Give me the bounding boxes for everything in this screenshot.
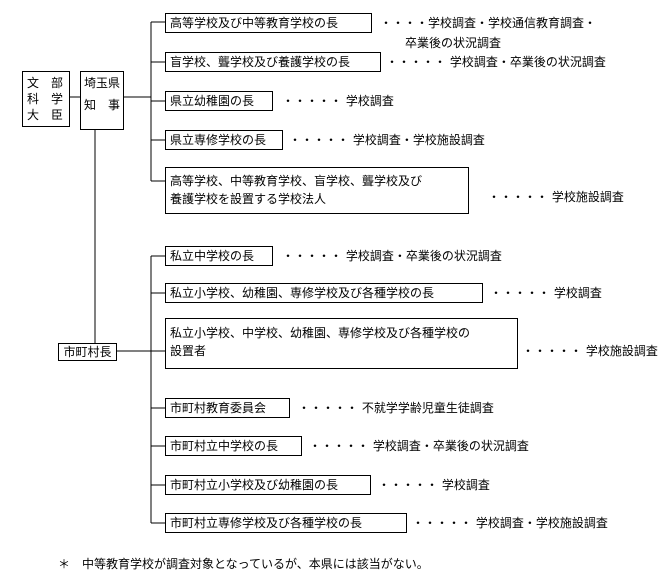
municipal-head-box: 市町村長 — [58, 343, 117, 361]
target-box-municipal-vocational: 市町村立専修学校及び各種学校の長 — [165, 513, 407, 533]
target-box-prefectural-vocational: 県立専修学校の長 — [165, 130, 283, 150]
target-label: 市町村立中学校の長 — [170, 439, 279, 453]
target-label: 私立小学校、中学校、幼稚園、専修学校及び各種学校の — [170, 326, 471, 340]
minister-box: 文 部 科 学 大 臣 — [22, 71, 70, 127]
survey-note: ・・・・・ 学校調査・学校施設調査 — [289, 133, 485, 148]
survey-text: ・・・・・ 学校調査・卒業後の状況調査 — [386, 55, 606, 69]
target-label: 私立小学校、幼稚園、専修学校及び各種学校の長 — [170, 286, 435, 300]
target-box-private-junior-high: 私立中学校の長 — [165, 246, 273, 266]
survey-text: ・・・・・ 学校調査 — [378, 478, 490, 492]
survey-note: ・・・・・ 学校調査・卒業後の状況調査 — [309, 439, 529, 454]
target-box-board-of-education: 市町村教育委員会 — [165, 398, 290, 418]
minister-line3: 大 臣 — [27, 108, 64, 122]
survey-text: ・・・・・ 不就学学齢児童生徒調査 — [298, 401, 494, 415]
survey-text: 卒業後の状況調査 — [405, 36, 502, 50]
target-label: 県立幼稚園の長 — [170, 94, 255, 108]
survey-note-continued: 卒業後の状況調査 — [405, 36, 501, 51]
survey-text: ・・・・学校調査・学校通信教育調査・ — [380, 16, 597, 30]
survey-note: ・・・・・ 学校施設調査 — [522, 344, 658, 359]
footnote: ＊ 中等教育学校が調査対象となっているが、本県には該当がない。 — [58, 557, 429, 572]
target-label: 市町村教育委員会 — [170, 401, 267, 415]
survey-text: ・・・・・ 学校施設調査 — [522, 344, 658, 358]
survey-note: ・・・・・ 学校調査・学校施設調査 — [412, 516, 608, 531]
survey-note: ・・・・・ 学校施設調査 — [488, 190, 624, 205]
survey-note: ・・・・・ 不就学学齢児童生徒調査 — [298, 401, 494, 416]
minister-line2: 科 学 — [27, 92, 64, 106]
survey-text: ・・・・・ 学校調査・学校施設調査 — [412, 516, 608, 530]
survey-note: ・・・・・ 学校調査 — [490, 286, 602, 301]
survey-note: ・・・・・ 学校調査 — [378, 478, 490, 493]
survey-text: ・・・・・ 学校調査・卒業後の状況調査 — [282, 249, 502, 263]
survey-note: ・・・・・ 学校調査・卒業後の状況調査 — [386, 55, 606, 70]
target-label: 高等学校、中等教育学校、盲学校、聾学校及び — [170, 174, 423, 188]
survey-note: ・・・・・ 学校調査・卒業後の状況調査 — [282, 249, 502, 264]
target-box-municipal-junior-high: 市町村立中学校の長 — [165, 436, 302, 456]
survey-text: ・・・・・ 学校調査・学校施設調査 — [289, 133, 485, 147]
target-box-private-founder: 私立小学校、中学校、幼稚園、専修学校及び各種学校の 設置者 — [165, 318, 518, 369]
minister-line1: 文 部 — [27, 76, 64, 90]
target-box-special-school: 盲学校、聾学校及び養護学校の長 — [165, 52, 381, 72]
survey-text: ・・・・・ 学校調査 — [282, 94, 394, 108]
prefecture-line1: 埼玉県 — [83, 76, 120, 90]
target-label: 市町村立小学校及び幼稚園の長 — [170, 478, 339, 492]
target-box-high-school: 高等学校及び中等教育学校の長 — [165, 13, 372, 33]
target-label: 県立専修学校の長 — [170, 133, 267, 147]
target-box-private-elementary: 私立小学校、幼稚園、専修学校及び各種学校の長 — [165, 283, 483, 303]
target-label-continued: 養護学校を設置する学校法人 — [170, 192, 327, 206]
survey-text: ・・・・・ 学校調査・卒業後の状況調査 — [309, 439, 529, 453]
target-label: 市町村立専修学校及び各種学校の長 — [170, 516, 363, 530]
survey-note: ・・・・・ 学校調査 — [282, 94, 394, 109]
target-label: 盲学校、聾学校及び養護学校の長 — [170, 55, 351, 69]
survey-text: ・・・・・ 学校調査 — [490, 286, 602, 300]
municipal-head-label: 市町村長 — [63, 345, 112, 359]
target-label-continued: 設置者 — [170, 344, 207, 358]
target-label: 高等学校及び中等教育学校の長 — [170, 16, 339, 30]
footnote-text: ＊ 中等教育学校が調査対象となっているが、本県には該当がない。 — [58, 557, 429, 571]
target-box-school-corporation: 高等学校、中等教育学校、盲学校、聾学校及び 養護学校を設置する学校法人 — [165, 167, 469, 214]
survey-text: ・・・・・ 学校施設調査 — [488, 190, 624, 204]
target-label: 私立中学校の長 — [170, 249, 255, 263]
target-box-municipal-elementary: 市町村立小学校及び幼稚園の長 — [165, 475, 371, 495]
prefecture-governor-box: 埼玉県 知 事 — [80, 71, 124, 130]
target-box-prefectural-kindergarten: 県立幼稚園の長 — [165, 91, 273, 111]
prefecture-line2: 知 事 — [83, 98, 120, 112]
survey-note: ・・・・学校調査・学校通信教育調査・ — [380, 16, 596, 31]
